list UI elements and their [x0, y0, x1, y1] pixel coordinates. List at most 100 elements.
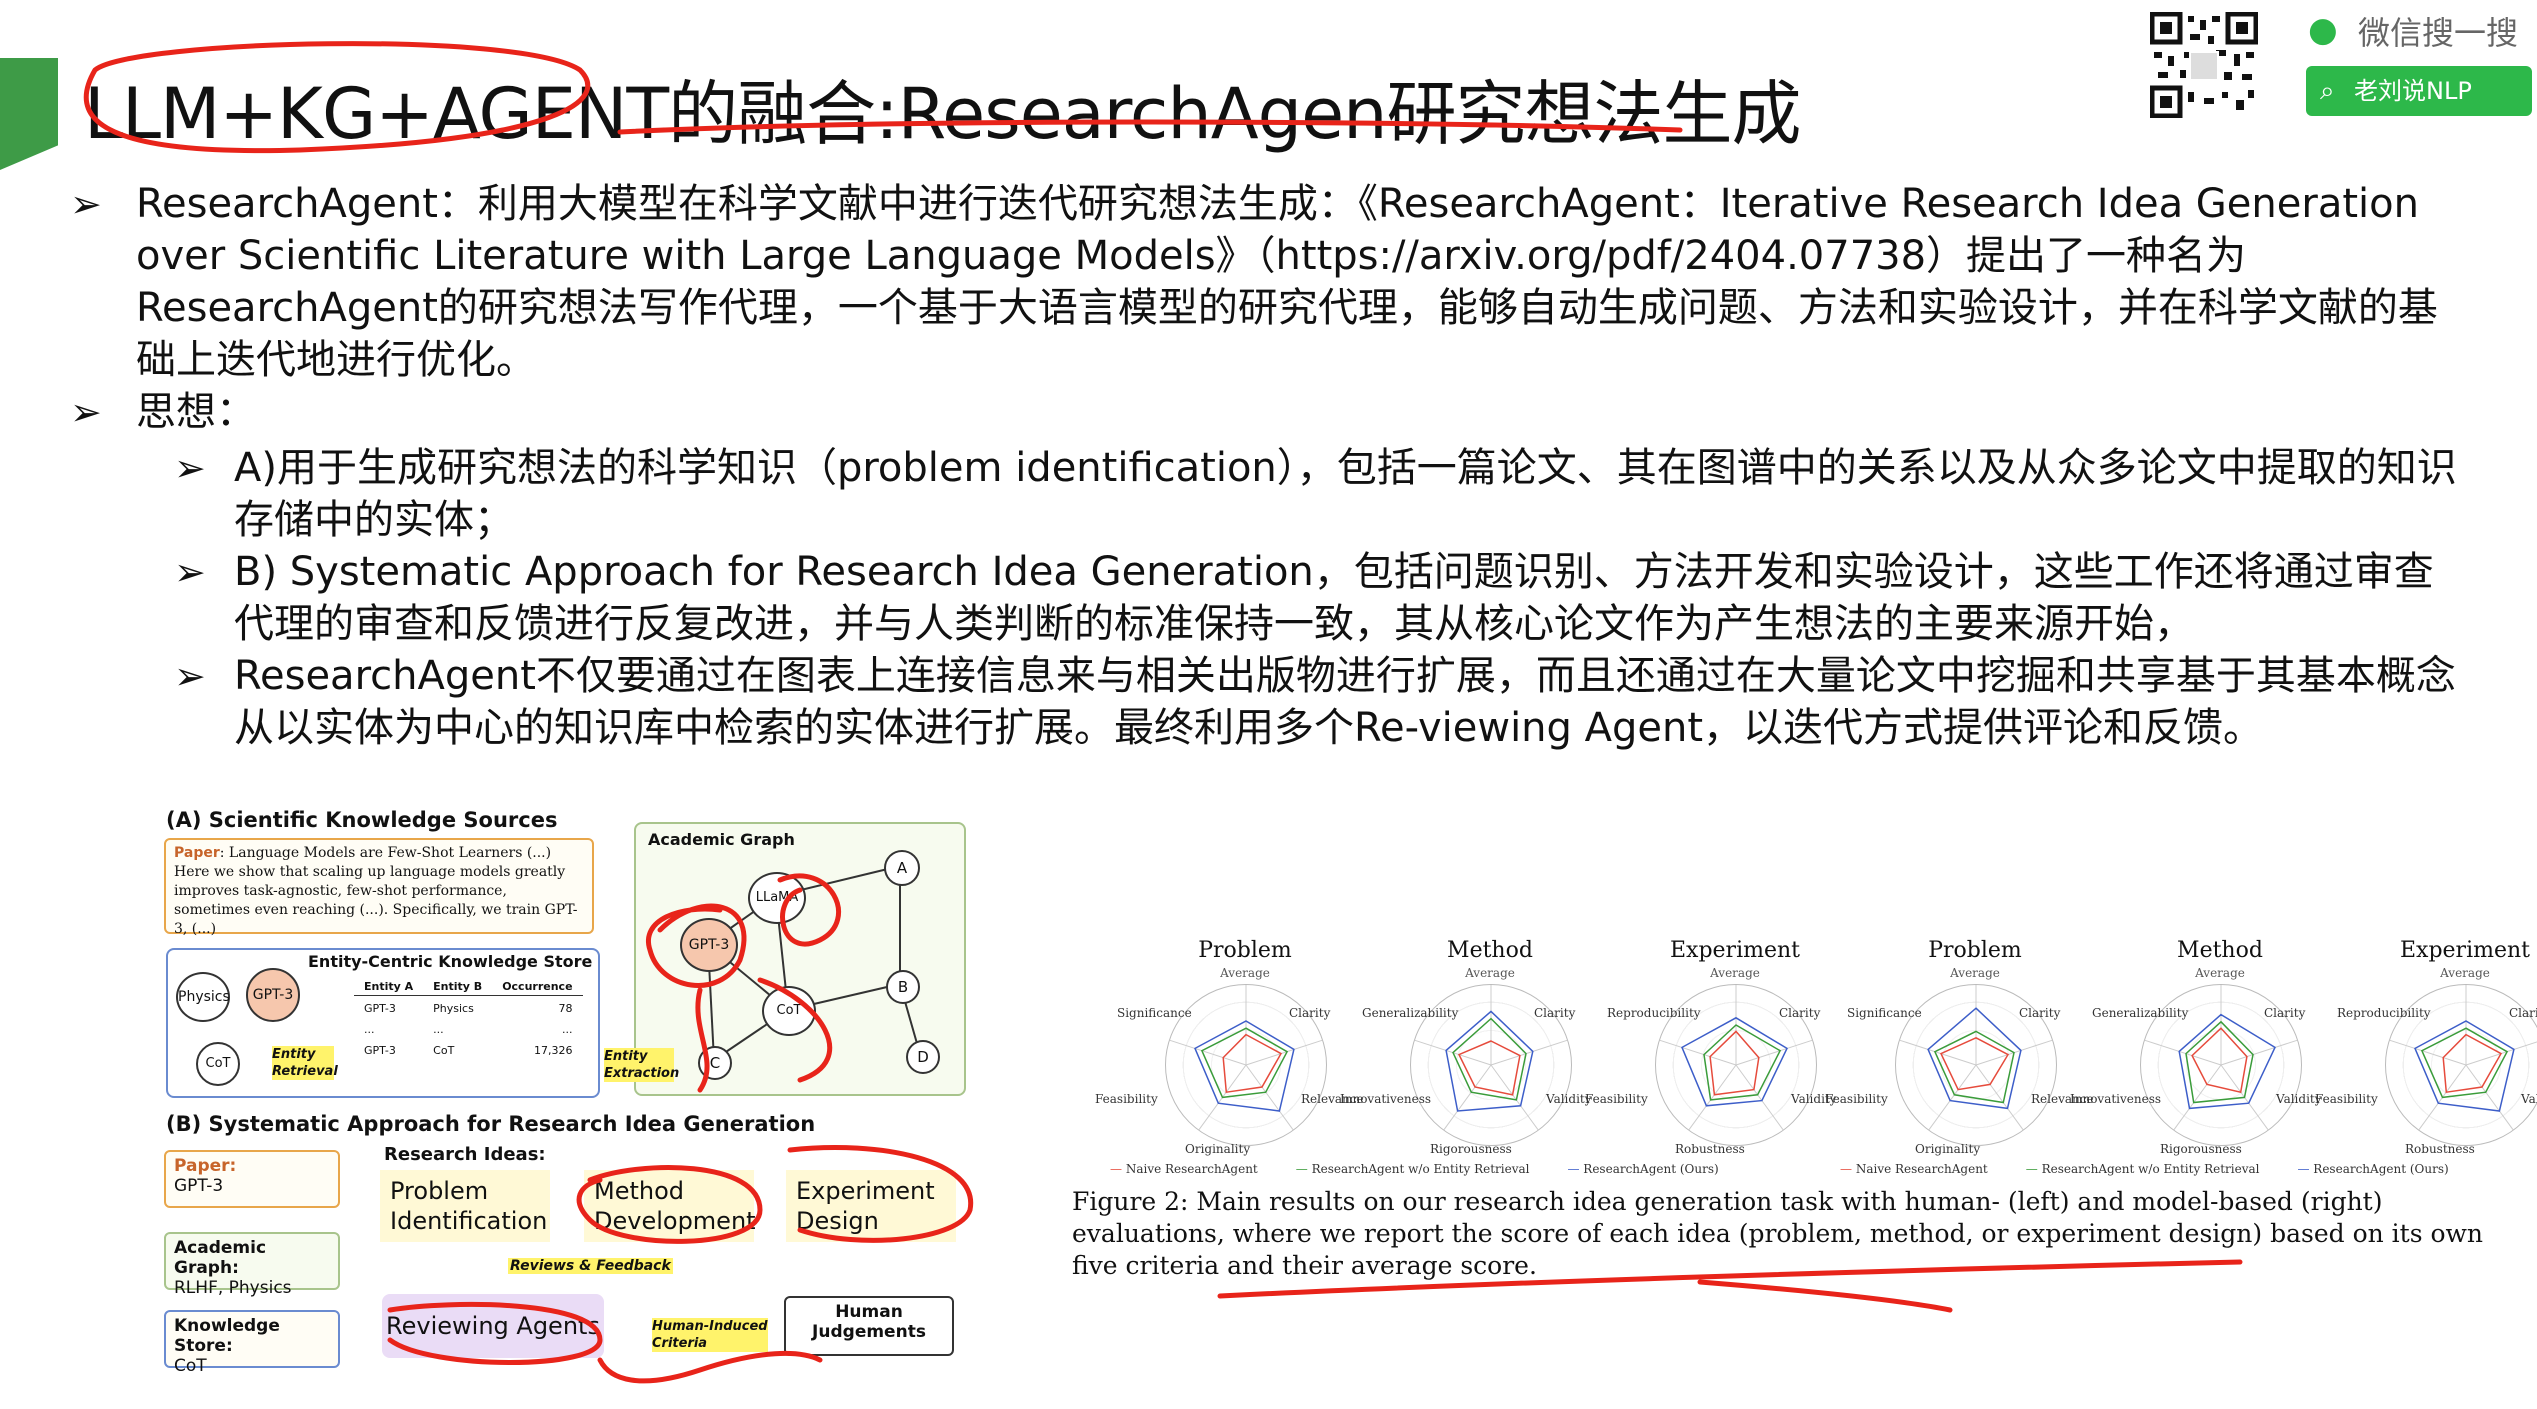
radar-chart: [1410, 984, 1572, 1146]
human-criteria-label: Human-Induced Criteria: [652, 1318, 768, 1352]
sub-bullet-item: ➢ ResearchAgent不仅要通过在图表上连接信息来与相关出版物进行扩展，…: [70, 650, 2470, 754]
human-judgements-box: Human Judgements: [784, 1296, 954, 1356]
radar-subtitle: Average: [2195, 966, 2245, 980]
radar-series: [2191, 1027, 2248, 1094]
radar-title: Problem: [1928, 938, 2022, 963]
table-row: .........: [364, 1023, 573, 1036]
legend-item: — ResearchAgent (Ours): [1567, 1162, 1719, 1176]
radar-axis-label: Innovativeness: [2070, 1092, 2162, 1106]
radar-series: [1933, 1030, 2015, 1104]
paper-label: Paper: [174, 845, 220, 861]
reviews-feedback-label: Reviews & Feedback: [508, 1258, 673, 1274]
radar-series: [1927, 1007, 2022, 1110]
bullet-text: ResearchAgent不仅要通过在图表上连接信息来与相关出版物进行扩展，而且…: [234, 653, 2456, 751]
sub-bullet-item: ➢ B) Systematic Approach for Research Id…: [70, 546, 2470, 650]
radar-series: [1457, 1040, 1521, 1096]
radar-series: [1703, 1024, 1782, 1101]
radar-series: [1194, 1020, 1295, 1112]
figure-caption: Figure 2: Main results on our research i…: [1072, 1187, 2484, 1280]
radar-subtitle: Average: [1220, 966, 1270, 980]
table-header: Occurrence: [492, 978, 583, 996]
legend-item: — ResearchAgent (Ours): [2297, 1162, 2449, 1176]
radar-axis-label: Rigorousness: [2160, 1142, 2242, 1156]
paper-box: Paper: Language Models are Few-Shot Lear…: [164, 838, 594, 937]
radar-series: [2414, 1020, 2515, 1112]
knowledge-store-source-box: Knowledge Store:CoT: [164, 1310, 340, 1376]
legend-item: — ResearchAgent w/o Entity Retrieval: [1295, 1162, 1530, 1176]
radar-subtitle: Average: [2440, 966, 2490, 980]
bullet-arrow-icon: ➢: [70, 390, 102, 434]
wechat-icon: ●: [2308, 10, 2338, 50]
radar-subtitle: Average: [1710, 966, 1760, 980]
radar-axis-label: Originality: [1915, 1142, 1981, 1156]
graph-node: LLaMA: [748, 872, 806, 924]
sub-bullet-item: ➢ A)用于生成研究想法的科学知识（problem identification…: [70, 442, 2470, 546]
radar-series: [1452, 1017, 1527, 1101]
problem-identification-step: Problem Identification: [380, 1170, 550, 1242]
radar-series: [1681, 1016, 1788, 1107]
legend-item: — Naive ResearchAgent: [1840, 1162, 1988, 1176]
radar-series: [2185, 1020, 2254, 1104]
radar-series: [2442, 1033, 2503, 1094]
radar-axis-label: Reproducibility: [1607, 1006, 1701, 1020]
radar-series: [1200, 1027, 1289, 1099]
radar-axis-label: Significance: [1847, 1006, 1922, 1020]
radar-series: [1939, 1036, 2010, 1091]
bullet-arrow-icon: ➢: [174, 654, 206, 698]
store-node: GPT-3: [246, 968, 300, 1022]
academic-graph-label: Academic Graph: [648, 830, 795, 849]
search-button[interactable]: ⌕ 老刘说NLP: [2306, 66, 2532, 116]
radar-axis-label: Feasibility: [1825, 1092, 1888, 1106]
section-b-heading: (B) Systematic Approach for Research Ide…: [166, 1112, 816, 1136]
wechat-search-label: 微信搜一搜: [2358, 14, 2519, 52]
store-node: CoT: [196, 1042, 240, 1086]
radar-series: [2420, 1027, 2509, 1099]
radar-title: Problem: [1198, 938, 1292, 963]
radar-chart: [2385, 984, 2537, 1146]
paper-source-box: Paper:GPT-3: [164, 1150, 340, 1208]
table-header: Entity A: [354, 978, 424, 996]
radar-axis-label: Innovativeness: [1340, 1092, 1432, 1106]
radar-series: [2178, 1013, 2276, 1110]
bullet-arrow-icon: ➢: [174, 446, 206, 490]
radar-axis-label: Clarity: [2019, 1006, 2061, 1020]
radar-axis-label: Relevance: [1301, 1092, 1364, 1106]
entity-retrieval-label: Entity Retrieval: [272, 1046, 338, 1080]
graph-node: GPT-3: [680, 918, 738, 972]
radar-chart: [1895, 984, 2057, 1146]
table-header: Entity B: [423, 978, 493, 996]
bullet-text: ResearchAgent：利用大模型在科学文献中进行迭代研究想法生成：《Res…: [136, 181, 2438, 383]
radar-axis-label: Feasibility: [2315, 1092, 2378, 1106]
bullet-text: B) Systematic Approach for Research Idea…: [234, 549, 2434, 647]
entity-store-label: Entity-Centric Knowledge Store: [308, 952, 593, 971]
section-a-heading: (A) Scientific Knowledge Sources: [166, 808, 558, 832]
radar-axis-label: Clarity: [1289, 1006, 1331, 1020]
graph-node: B: [886, 970, 920, 1004]
search-button-label: 老刘说NLP: [2354, 77, 2472, 105]
radar-axis-label: Reproducibility: [2337, 1006, 2431, 1020]
radar-axis-label: Clarity: [1534, 1006, 1576, 1020]
radar-axis-label: Feasibility: [1585, 1092, 1648, 1106]
bullet-item: ➢ 思想：: [70, 386, 2470, 438]
radar-chart: [2140, 984, 2302, 1146]
bullet-arrow-icon: ➢: [70, 182, 102, 226]
entity-store-panel: Entity-Centric Knowledge Store Physics G…: [166, 948, 600, 1098]
radar-axis-label: Clarity: [2264, 1006, 2306, 1020]
radar-axis-label: Clarity: [1779, 1006, 1821, 1020]
qr-code: [2149, 11, 2259, 119]
radar-axis-label: Feasibility: [1095, 1092, 1158, 1106]
entity-extraction-label: Entity Extraction: [604, 1048, 680, 1082]
radar-title: Method: [1447, 938, 1533, 963]
radar-subtitle: Average: [1465, 966, 1515, 980]
radar-subtitle: Average: [1950, 966, 2000, 980]
radar-axis-label: Robustness: [2405, 1142, 2475, 1156]
bullet-text: 思想：: [136, 389, 256, 435]
radar-axis-label: Rigorousness: [1430, 1142, 1512, 1156]
chart-legend: — Naive ResearchAgent— ResearchAgent w/o…: [1110, 1162, 1757, 1176]
radar-series: [1445, 1010, 1534, 1112]
slide-title: LLM+KG+AGENT的融合:ResearchAgen研究想法生成: [84, 73, 1802, 155]
radar-series: [1222, 1033, 1283, 1094]
search-icon: ⌕: [2320, 76, 2335, 106]
